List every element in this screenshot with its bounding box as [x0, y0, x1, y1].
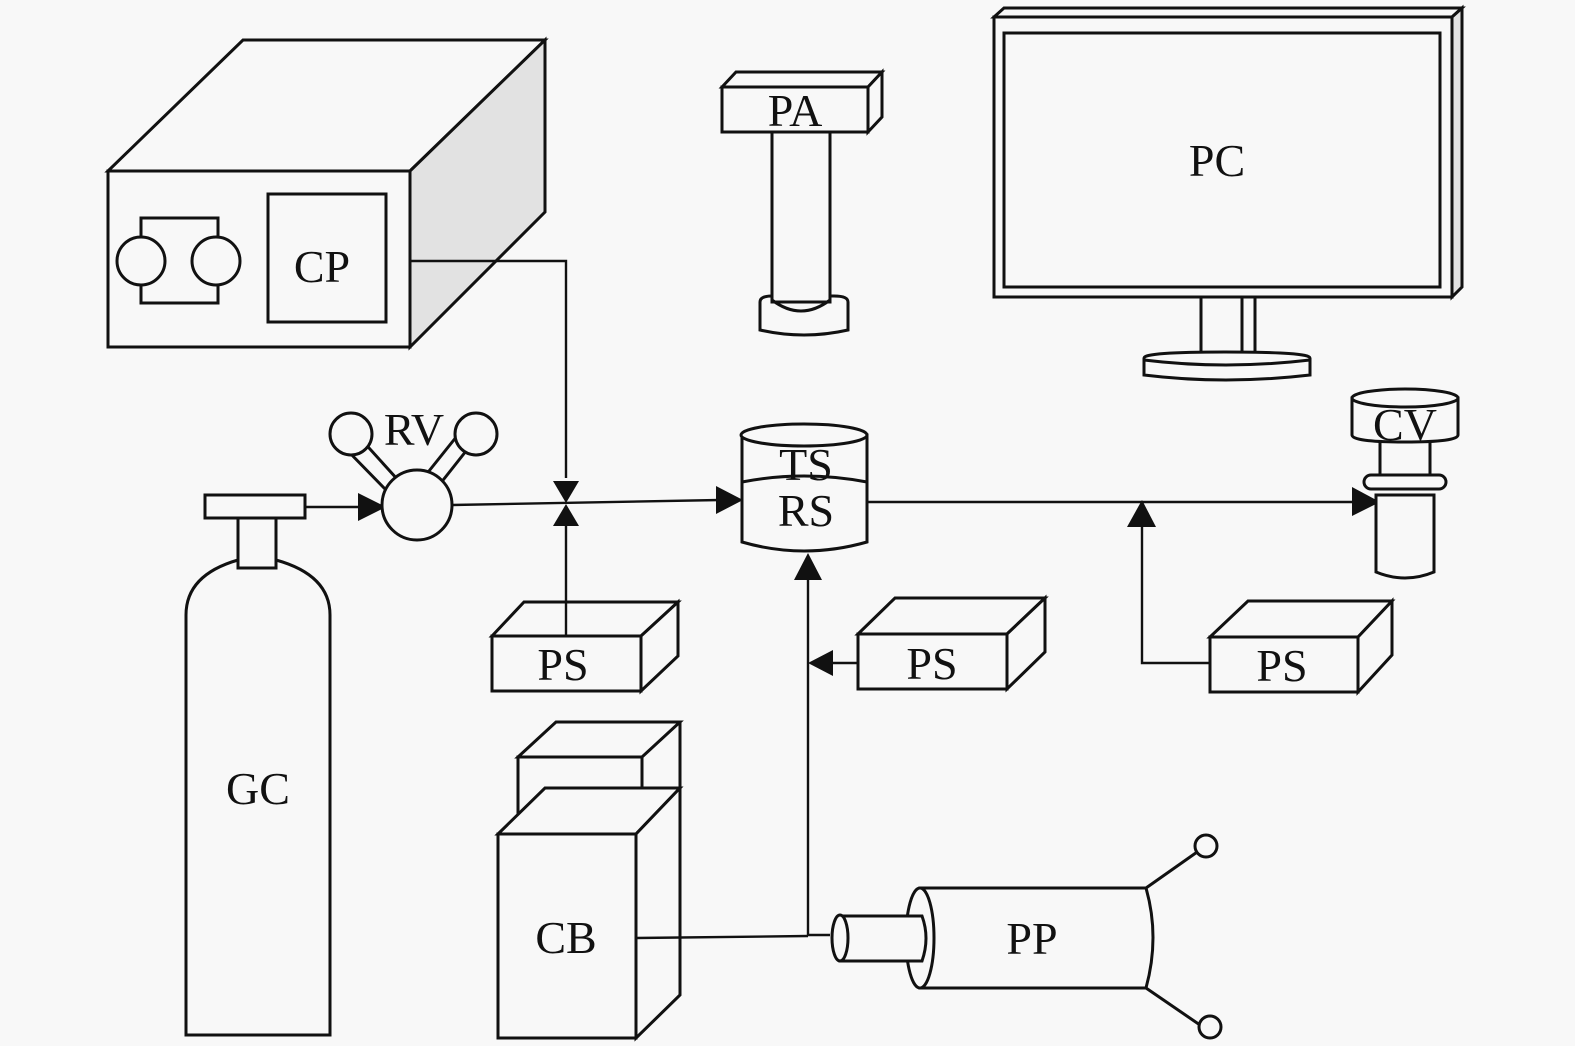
arrow-into-rs-bottom	[794, 553, 822, 580]
pp-terminal-top	[1193, 833, 1219, 859]
pp-rs-line	[806, 580, 830, 937]
pa-stand: PA	[718, 68, 886, 337]
pp-terminal-bottom	[1197, 1014, 1223, 1040]
ps-middle-front	[856, 632, 1009, 691]
cv-head	[1350, 396, 1460, 444]
arrow-from-ps-left	[553, 504, 579, 526]
pp-nozzle	[838, 914, 928, 963]
arrow-into-rs	[716, 486, 743, 514]
rv-gauge-right	[453, 411, 499, 457]
cb-upper-top	[514, 720, 684, 759]
ps-right-label: PS	[1256, 640, 1307, 691]
ps-right-front	[1208, 635, 1360, 694]
cp-line	[410, 259, 568, 478]
ts-rs-cylinder: TS RS	[739, 422, 869, 553]
gc-valve-head	[203, 493, 307, 520]
ps-middle-label: PS	[906, 638, 957, 689]
pp-label: PP	[1006, 913, 1057, 964]
rv-label: RV	[384, 404, 444, 455]
cp-panel	[266, 192, 388, 324]
rs-body	[740, 433, 869, 553]
arrow-from-ps-middle	[808, 650, 833, 676]
arrow-from-ps-right	[1127, 500, 1156, 527]
ps-left-front	[490, 634, 643, 693]
cv-collar	[1362, 473, 1448, 491]
pp-body	[918, 886, 1155, 990]
gc-neck	[236, 516, 278, 570]
cp-label: CP	[294, 241, 350, 292]
cv-lower-body	[1374, 493, 1436, 580]
pc-screen	[1002, 31, 1442, 289]
rv-gauge-left	[328, 411, 374, 457]
pa-column	[770, 130, 832, 304]
pp-pump: PP	[830, 833, 1223, 1040]
ps-left-box: PS	[488, 598, 682, 695]
cb-lower-side	[634, 784, 682, 1042]
gc-label: GC	[226, 763, 290, 814]
pa-head	[720, 85, 870, 134]
dual-gauge-icon	[115, 216, 242, 305]
cv-valve: CV	[1350, 387, 1460, 580]
ps-middle-box: PS	[854, 594, 1049, 693]
ps-right-box: PS	[1206, 597, 1396, 696]
arrow-into-rv	[358, 493, 386, 521]
pa-base-curve	[771, 298, 831, 313]
pc-monitor: PC	[990, 4, 1466, 382]
rv-body	[380, 468, 454, 542]
cb-front	[496, 832, 638, 1040]
main-feed-line	[451, 498, 721, 507]
cb-label: CB	[535, 912, 596, 963]
pp-nozzle-rim	[830, 913, 850, 963]
ts-top	[739, 422, 869, 448]
cb-pp-line	[635, 934, 809, 940]
pc-label: PC	[1189, 135, 1245, 186]
ps-left-label: PS	[537, 639, 588, 690]
ts-label: TS	[779, 439, 833, 490]
cp-device: CP	[104, 36, 549, 351]
gc-cylinder: GC	[184, 493, 332, 1037]
rv-valve: RV	[328, 404, 499, 542]
arrow-from-cp	[553, 481, 579, 503]
arrow-into-cv	[1352, 487, 1380, 516]
cb-tower: CB	[494, 720, 684, 1042]
cv-label: CV	[1373, 399, 1437, 450]
ps-right-line	[1140, 527, 1210, 665]
rs-label: RS	[778, 485, 834, 536]
ts-rs-divider	[741, 474, 868, 484]
cv-head-top	[1350, 387, 1460, 409]
pa-label: PA	[768, 85, 823, 136]
